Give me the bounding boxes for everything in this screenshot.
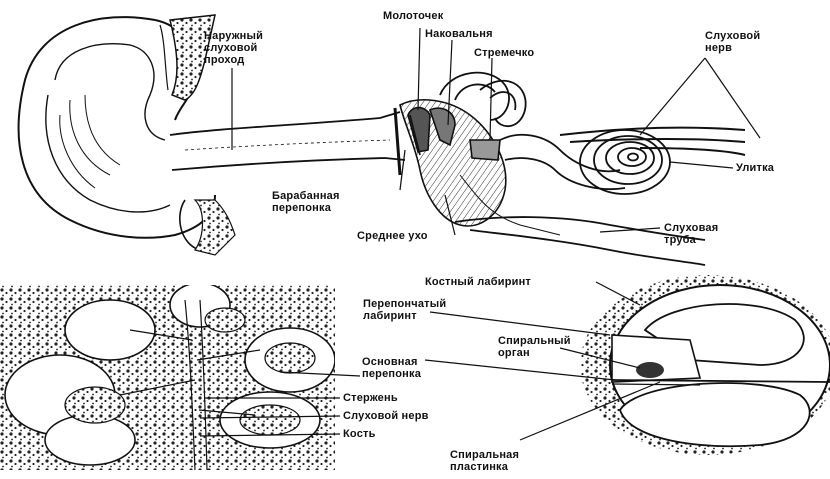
- label-eustachian-tube: Слуховая труба: [664, 222, 718, 246]
- label-basilar-membrane-line1: Основная: [362, 356, 421, 368]
- label-bone: Кость: [343, 428, 376, 440]
- label-eardrum-line1: Барабанная: [272, 190, 340, 202]
- label-bony-labyrinth: Костный лабиринт: [425, 276, 531, 288]
- label-auditory-nerve-top-line2: нерв: [705, 42, 760, 54]
- label-spiral-organ: Спиральный орган: [498, 335, 571, 359]
- label-eardrum-line2: перепонка: [272, 202, 340, 214]
- label-membranous-labyrinth-line1: Перепончатый: [363, 298, 446, 310]
- ear-canal: [170, 112, 405, 170]
- label-middle-ear: Среднее ухо: [357, 230, 428, 242]
- label-outer-ear-canal-line2: слуховой: [204, 42, 263, 54]
- label-eardrum: Барабанная перепонка: [272, 190, 340, 214]
- label-eustachian-tube-line2: труба: [664, 234, 718, 246]
- label-spiral-lamina-line1: Спиральная: [450, 449, 519, 461]
- label-spiral-organ-line1: Спиральный: [498, 335, 571, 347]
- label-basilar-membrane: Основная перепонка: [362, 356, 421, 380]
- cochlea-section-right: [580, 275, 830, 455]
- label-basilar-membrane-line2: перепонка: [362, 368, 421, 380]
- label-incus: Наковальня: [425, 28, 493, 40]
- label-spiral-organ-line2: орган: [498, 347, 571, 359]
- label-auditory-nerve-top-line1: Слуховой: [705, 30, 760, 42]
- label-spiral-lamina: Спиральная пластинка: [450, 449, 519, 473]
- label-outer-ear-canal-line3: проход: [204, 54, 263, 66]
- label-auditory-nerve-bottom: Слуховой нерв: [343, 410, 429, 422]
- label-membranous-labyrinth-line2: лабиринт: [363, 310, 446, 322]
- label-membranous-labyrinth: Перепончатый лабиринт: [363, 298, 446, 322]
- label-malleus: Молоточек: [383, 10, 443, 22]
- label-spiral-lamina-line2: пластинка: [450, 461, 519, 473]
- label-cochlea: Улитка: [736, 162, 774, 174]
- label-stapes: Стремечко: [474, 47, 534, 59]
- label-outer-ear-canal-line1: Наружный: [204, 30, 263, 42]
- label-auditory-nerve-top: Слуховой нерв: [705, 30, 760, 54]
- label-eustachian-tube-line1: Слуховая: [664, 222, 718, 234]
- label-outer-ear-canal: Наружный слуховой проход: [204, 30, 263, 66]
- cochlea-section-left: [0, 283, 335, 470]
- label-modiolus: Стержень: [343, 392, 398, 404]
